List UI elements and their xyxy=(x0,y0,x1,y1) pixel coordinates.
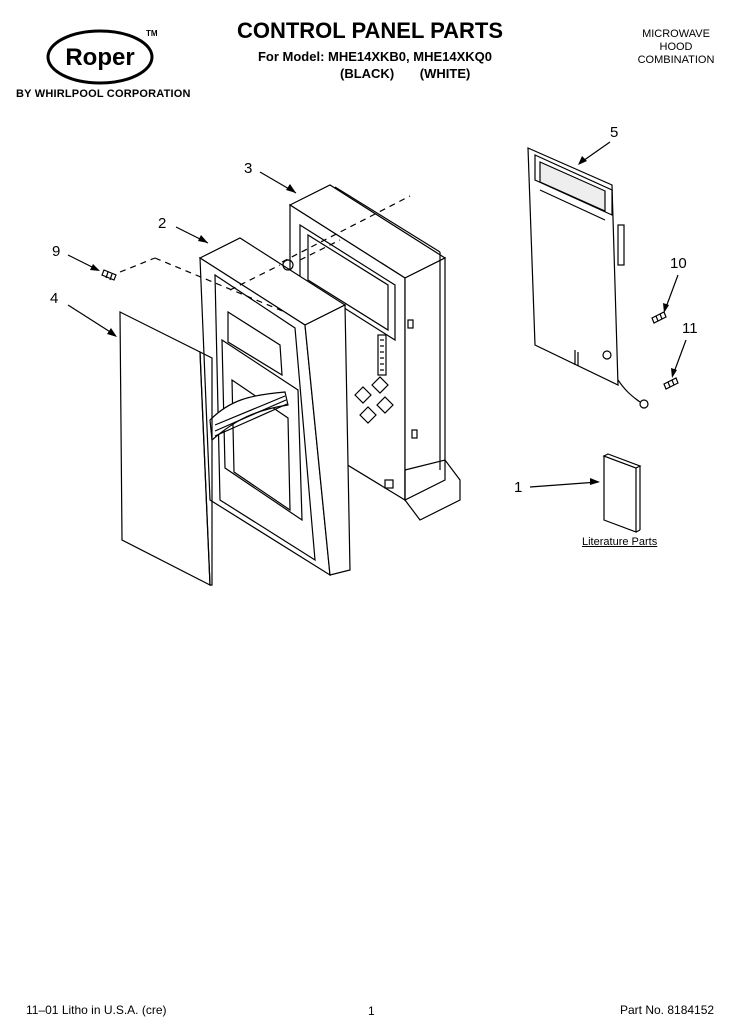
product-type-line-1: MICROWAVE xyxy=(642,28,710,40)
callout-9: 9 xyxy=(52,243,60,260)
part-9-screw xyxy=(101,269,117,281)
product-type-line-2: HOOD xyxy=(659,41,693,53)
model-line: For Model: MHE14XKB0, MHE14XKQ0 xyxy=(257,49,493,64)
callout-3: 3 xyxy=(244,160,252,177)
part-3-housing xyxy=(288,184,461,521)
product-type-line-3: COMBINATION xyxy=(637,54,715,66)
footer-page-number: 1 xyxy=(368,1004,375,1018)
part-1-literature xyxy=(602,453,642,533)
callout-1: 1 xyxy=(514,479,522,496)
trademark-mark: TM xyxy=(146,29,158,38)
brand-subtitle: BY WHIRLPOOL CORPORATION xyxy=(16,88,191,100)
part-4-overlay xyxy=(119,311,213,587)
part-10-screw xyxy=(651,311,667,324)
roper-logo: Roper TM xyxy=(46,29,158,85)
callout-11: 11 xyxy=(682,320,698,337)
callout-10: 10 xyxy=(670,255,687,272)
callout-4: 4 xyxy=(50,290,58,307)
color-line: (BLACK) (WHITE) xyxy=(310,66,510,81)
color-white: (WHITE) xyxy=(419,66,471,81)
callout-5: 5 xyxy=(610,124,618,141)
callout-2: 2 xyxy=(158,215,166,232)
color-black: (BLACK) xyxy=(340,66,395,81)
part-5-board xyxy=(527,147,641,403)
part-11-screw xyxy=(639,377,679,409)
footer-litho: 11–01 Litho in U.S.A. (cre) xyxy=(26,1003,167,1017)
product-type: MICROWAVE HOOD COMBINATION xyxy=(620,28,732,67)
logo-text: Roper xyxy=(65,44,134,71)
part-2-panel xyxy=(198,237,351,577)
footer-part-number: Part No. 8184152 xyxy=(620,1003,715,1017)
page-title: CONTROL PANEL PARTS xyxy=(236,18,504,43)
literature-parts-label: Literature Parts xyxy=(582,536,658,548)
